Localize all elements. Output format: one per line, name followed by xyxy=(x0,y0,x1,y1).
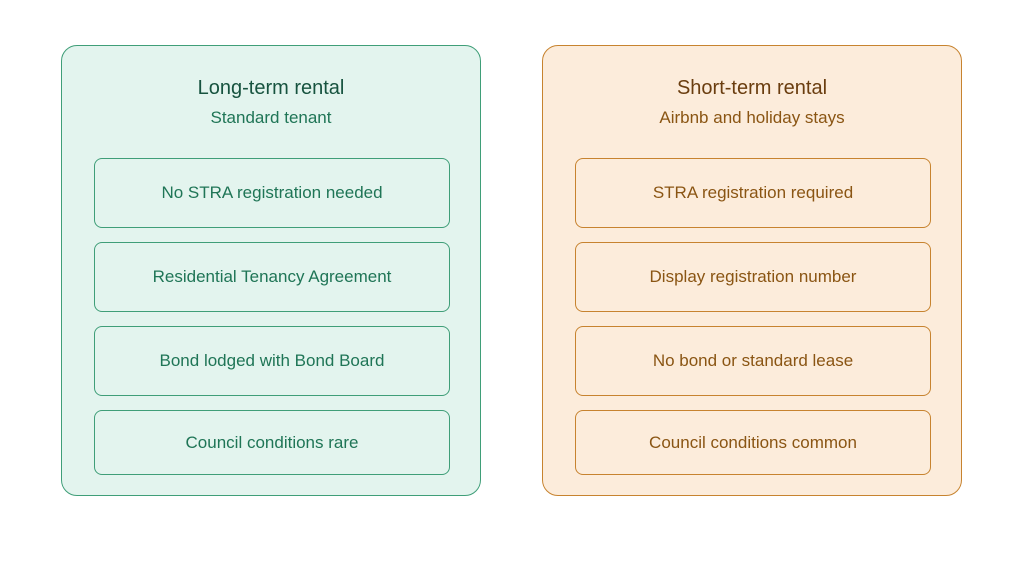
panel-item: No bond or standard lease xyxy=(575,326,931,396)
panel-title: Long-term rental xyxy=(197,77,345,99)
short-term-rental-panel: Short-term rental Airbnb and holiday sta… xyxy=(542,45,962,496)
panel-subtitle: Airbnb and holiday stays xyxy=(659,108,845,127)
panel-item: Council conditions rare xyxy=(94,410,450,475)
panel-item: Council conditions common xyxy=(575,410,931,475)
panel-item: Residential Tenancy Agreement xyxy=(94,242,450,312)
panel-item: Bond lodged with Bond Board xyxy=(94,326,450,396)
panel-item: STRA registration required xyxy=(575,158,931,228)
panel-subtitle: Standard tenant xyxy=(210,108,332,127)
panel-title: Short-term rental xyxy=(676,77,828,99)
panel-item: No STRA registration needed xyxy=(94,158,450,228)
long-term-rental-panel: Long-term rental Standard tenant No STRA… xyxy=(61,45,481,496)
panel-item: Display registration number xyxy=(575,242,931,312)
